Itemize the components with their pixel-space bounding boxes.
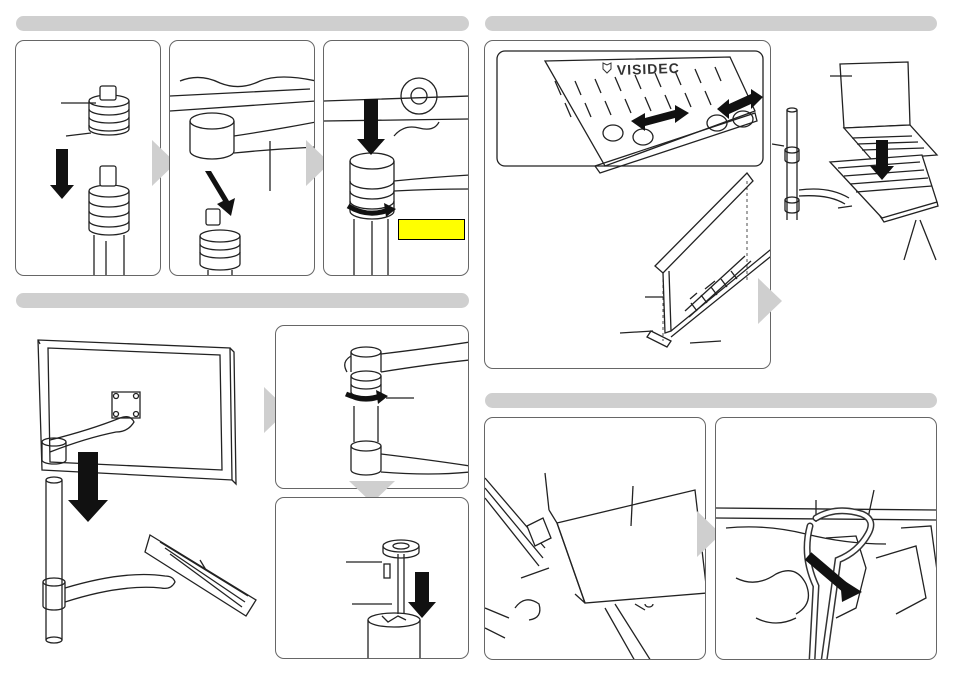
panel-tray-assembly: VISIDEC	[484, 40, 771, 369]
rotate-arrow-icon	[348, 203, 396, 217]
down-arrow-icon	[357, 99, 385, 155]
panel-laptop-on-tray	[772, 50, 950, 265]
panel-tighten-collar	[323, 40, 469, 276]
panel-cable-routing	[715, 417, 937, 660]
section-bar-laptop-tray	[485, 16, 937, 31]
down-arrow-icon	[408, 572, 436, 618]
rotate-arrow-icon	[346, 390, 388, 404]
section-bar-monitor-mount	[16, 293, 469, 308]
chevron-right-icon	[758, 278, 784, 329]
panel-cable-clip-attach	[484, 417, 706, 660]
section-bar-cable-management	[485, 393, 937, 408]
panel-pole-cap-insert	[275, 497, 469, 659]
warning-sticker	[398, 219, 465, 240]
section-bar-pole-mount	[16, 16, 469, 31]
panel-clamp-insert	[15, 40, 161, 276]
panel-monitor-mount-overview	[20, 320, 270, 656]
down-arrow-icon	[50, 149, 74, 199]
panel-arm-onto-pole	[169, 40, 315, 276]
brand-logo-text: VISIDEC	[617, 60, 681, 78]
panel-arm-collar-rotate	[275, 325, 469, 489]
